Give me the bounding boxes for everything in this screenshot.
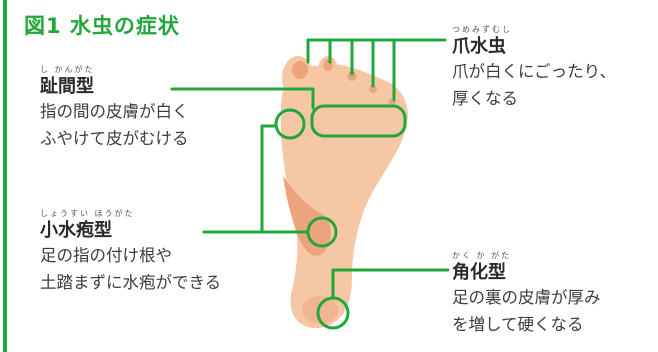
hyperkeratotic-markers — [316, 268, 450, 330]
nail-fungus-desc-line-2: 厚くなる — [452, 89, 518, 108]
interdigital-desc-line-2: ふやけて皮がむける — [40, 129, 189, 148]
third-toe-nail — [347, 71, 357, 81]
big-toe-nail — [292, 61, 308, 79]
foot-arch-shading — [283, 176, 331, 256]
vesicular-desc-line-2: 土踏まずに水疱ができる — [40, 273, 222, 292]
nail-fungus-name: 爪水虫 — [452, 36, 506, 57]
interdigital-name: 趾間型 — [40, 76, 94, 97]
hyperkeratotic-ruby: かく か がた — [452, 251, 512, 260]
nail-leader-lines — [306, 38, 447, 102]
nail-fungus-desc-line-1: 爪が白くにごったり、 — [452, 62, 617, 81]
figure-title: 図1 水虫の症状 — [24, 14, 180, 38]
hyperkeratotic-desc-line-2: を増して硬くなる — [452, 315, 584, 334]
vesicular-ruby: しょうすい ほうがた — [40, 209, 135, 218]
interdigital-label: し かんがた 趾間型 指の間の皮膚が白く ふやけて皮がむける — [40, 64, 189, 152]
vesicular-label: しょうすい ほうがた 小水疱型 足の指の付け根や 土踏まずに水疱ができる — [40, 208, 221, 296]
vesicular-markers — [202, 124, 338, 248]
accent-side-bar — [3, 0, 7, 352]
hyperkeratotic-desc-line-1: 足の裏の皮膚が厚み — [452, 288, 601, 307]
vesicular-name: 小水疱型 — [40, 220, 112, 241]
fourth-toe-nail — [369, 85, 377, 93]
interdigital-desc-line-1: 指の間の皮膚が白く — [40, 102, 189, 121]
vesicular-desc-line-1: 足の指の付け根や — [40, 246, 172, 265]
interdigital-ruby: し かんがた — [40, 65, 95, 74]
hyperkeratotic-name: 角化型 — [452, 262, 506, 283]
interdigital-markers — [170, 87, 407, 140]
heel-shading — [302, 296, 338, 324]
nail-fungus-label: つめみずむし 爪水虫 爪が白くにごったり、 厚くなる — [452, 24, 616, 112]
nail-fungus-ruby: つめみずむし — [452, 25, 512, 34]
hyperkeratotic-label: かく か がた 角化型 足の裏の皮膚が厚み を増して硬くなる — [452, 250, 601, 338]
